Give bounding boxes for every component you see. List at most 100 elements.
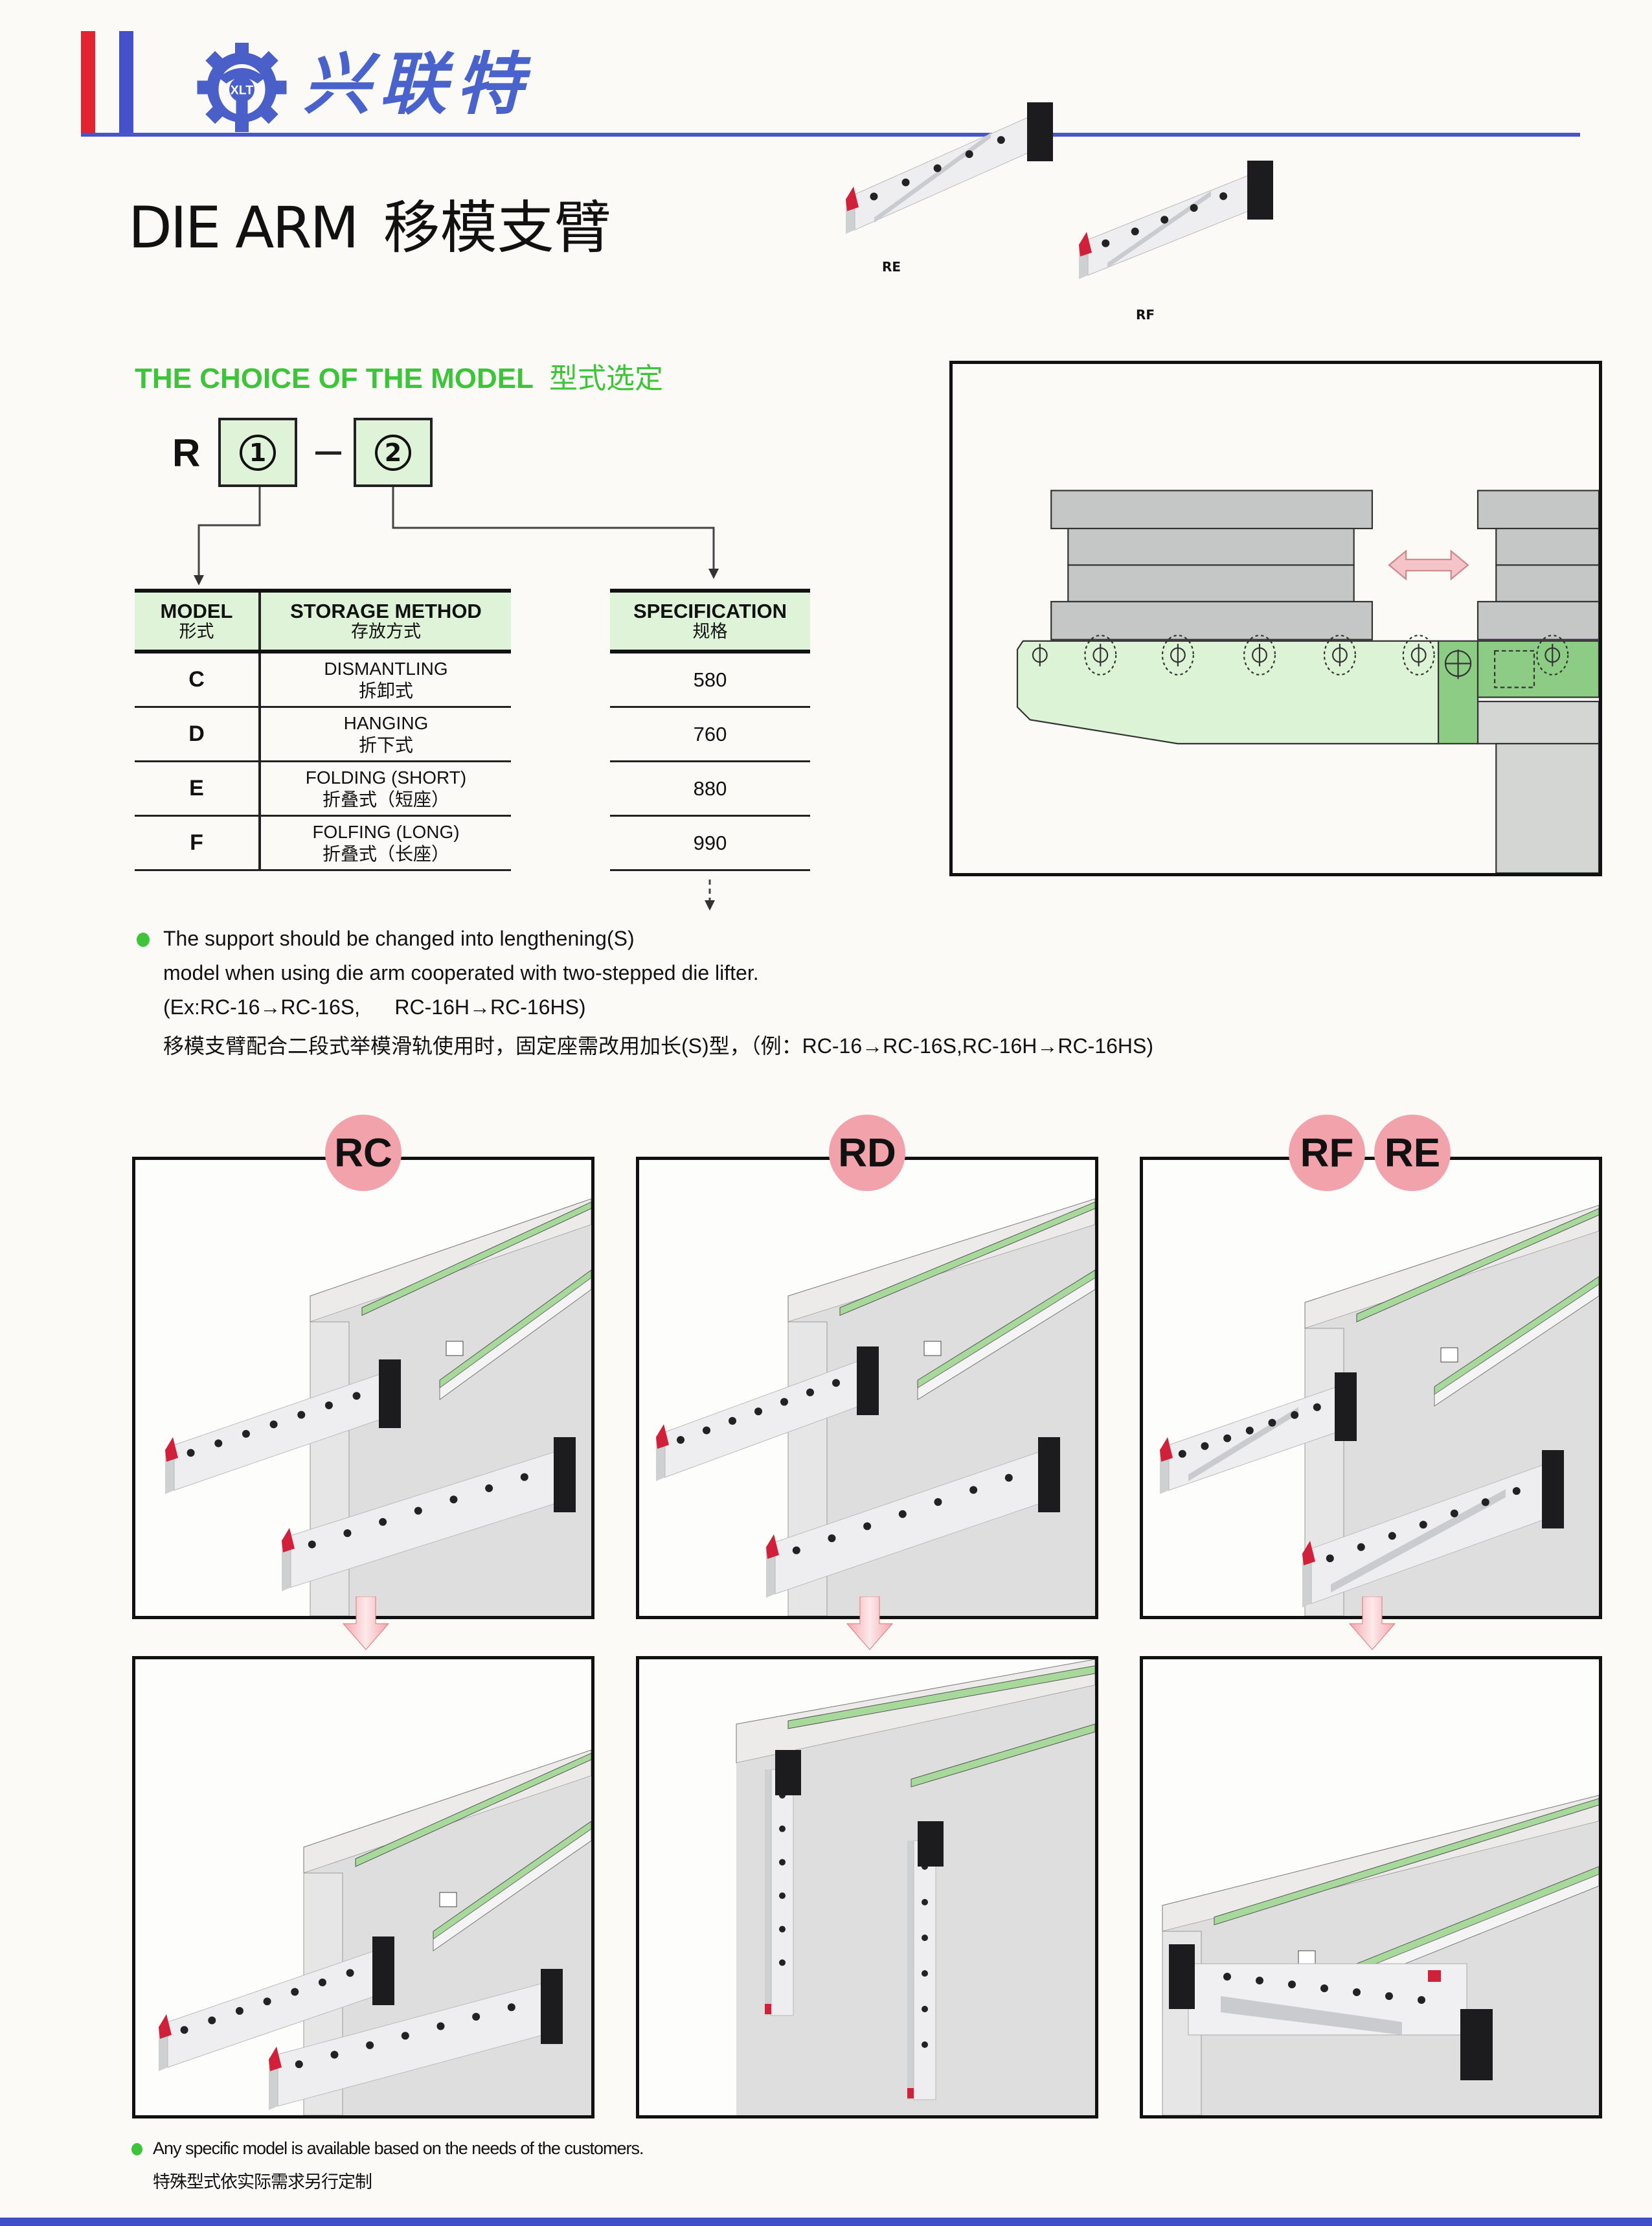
next-die-top-plate (1477, 490, 1600, 530)
arm-bolt-icon (366, 2041, 374, 2049)
next-die-middle-plate (1495, 564, 1600, 603)
green-rail (1356, 1208, 1599, 1323)
rail-slot (439, 1277, 591, 1400)
gear-logo-icon: XLT (197, 43, 287, 132)
note-line: (Ex:RC-16→RC-16S, RC-16H→RC-16HS) (163, 995, 586, 1019)
table-top (787, 1198, 1095, 1323)
scene-illustration (736, 1659, 1095, 2115)
note-line: model when using die arm cooperated with… (163, 961, 759, 984)
arm-bolt-icon (934, 1498, 942, 1506)
title-cn: 移模支臂 (383, 194, 611, 261)
note-bullet-icon (137, 933, 150, 947)
arm-bolt-icon (792, 1546, 800, 1554)
arm-bolt-icon (1178, 1449, 1186, 1458)
arm-black-bracket (372, 1936, 394, 2005)
arm-bolt-icon (343, 1529, 352, 1538)
slot-1-number: 1 (240, 434, 276, 471)
arm-bolt-icon (324, 1401, 333, 1409)
arm-black-bracket (1169, 1944, 1195, 2009)
green-rail (361, 1201, 591, 1316)
arm-black-bracket (1247, 161, 1273, 220)
scene-illustration (165, 1198, 591, 1616)
arm-bolt-icon (379, 1517, 387, 1526)
arm-bolt-icon (779, 1959, 786, 1966)
connector-model (198, 487, 261, 576)
rail-slot (433, 1828, 591, 1951)
arm-bolt-icon (870, 192, 878, 201)
note-line: The support should be changed into lengt… (163, 927, 635, 950)
t-slot-icon (446, 1341, 464, 1356)
arm-bolt-icon (1256, 1977, 1263, 1984)
arm-bolt-icon (806, 1388, 814, 1396)
arm-red-stopper (907, 2088, 914, 2098)
marker-outline (1161, 634, 1194, 676)
arm-bolt-icon (965, 150, 973, 158)
arm-bolt-icon (1313, 1403, 1321, 1411)
arm-black-bracket (1027, 102, 1053, 161)
arm-bolt-icon (754, 1407, 762, 1416)
arm-bolt-icon (863, 1522, 872, 1530)
model-prefix: R (172, 431, 201, 475)
code-slot-1: 1 (218, 418, 297, 487)
heading-en: THE CHOICE OF THE MODEL (135, 363, 534, 394)
arm-bolt-icon (969, 1486, 978, 1494)
down-arrow-icon (1348, 1596, 1396, 1650)
scene-illustration (1162, 1795, 1599, 2115)
table-row: 580 (610, 652, 810, 708)
t-slot-icon (439, 1892, 457, 1907)
arm-bolt-icon (330, 2050, 339, 2059)
brand-name: 兴联特 (303, 44, 533, 124)
panel-rc-mounted (132, 1157, 594, 1619)
marker-outline (1402, 634, 1435, 676)
arm-black-bracket (918, 1821, 944, 1867)
arm-red-stopper (269, 2047, 282, 2071)
table-row: 880 (610, 761, 810, 817)
arm-bolt-icon (1245, 1426, 1254, 1435)
header-blue-bar (119, 31, 133, 136)
arm-red-stopper (656, 1424, 669, 1449)
green-rail (917, 1269, 1095, 1389)
arm-bolt-icon (187, 1449, 195, 1457)
arrowhead-spec-icon (708, 569, 719, 579)
arm-bolt-icon (295, 2060, 303, 2069)
arm-black-bracket (1038, 1437, 1060, 1512)
arm-bolt-icon (1201, 1442, 1209, 1450)
arm-bolt-icon (1190, 204, 1198, 212)
bolster-block (1495, 743, 1600, 874)
down-arrow-icon (846, 1596, 894, 1650)
arm-bolt-icon (472, 2012, 481, 2021)
green-rail (1434, 1276, 1599, 1395)
bolster-step (1477, 701, 1600, 745)
arm-bolt-icon (1288, 1981, 1296, 1988)
arm-black-bracket (1335, 1372, 1357, 1441)
arm-red-stopper (1079, 232, 1092, 256)
die-arm (269, 1969, 563, 2110)
arm-bolt-icon (485, 1484, 493, 1492)
connector-spec (392, 487, 715, 570)
arm-slot (1107, 190, 1211, 268)
arm-bolt-icon (729, 1416, 736, 1425)
arm-red-stopper (846, 187, 859, 211)
arm-slot (874, 132, 991, 223)
t-slot-icon (1440, 1347, 1458, 1363)
arm-bolt-icon (1320, 1984, 1328, 1992)
arm-red-stopper (766, 1534, 779, 1559)
transition-arrows (342, 1596, 1396, 1650)
die-arm-body (1016, 640, 1440, 745)
arm-red-stopper (165, 1437, 178, 1462)
t-slot-icon (1298, 1950, 1316, 1966)
arm-red-stopper (765, 2004, 771, 2014)
arm-bolt-icon (436, 2022, 445, 2030)
arm-side (907, 1841, 914, 2100)
green-rail (355, 1753, 591, 1867)
arm-bolt-icon (1219, 192, 1228, 200)
table-row: 990 (610, 815, 810, 871)
green-rail (433, 1821, 591, 1940)
header-divider (81, 133, 1580, 137)
code-slot-2: 2 (354, 418, 433, 487)
arm-bolt-icon (677, 1436, 685, 1444)
